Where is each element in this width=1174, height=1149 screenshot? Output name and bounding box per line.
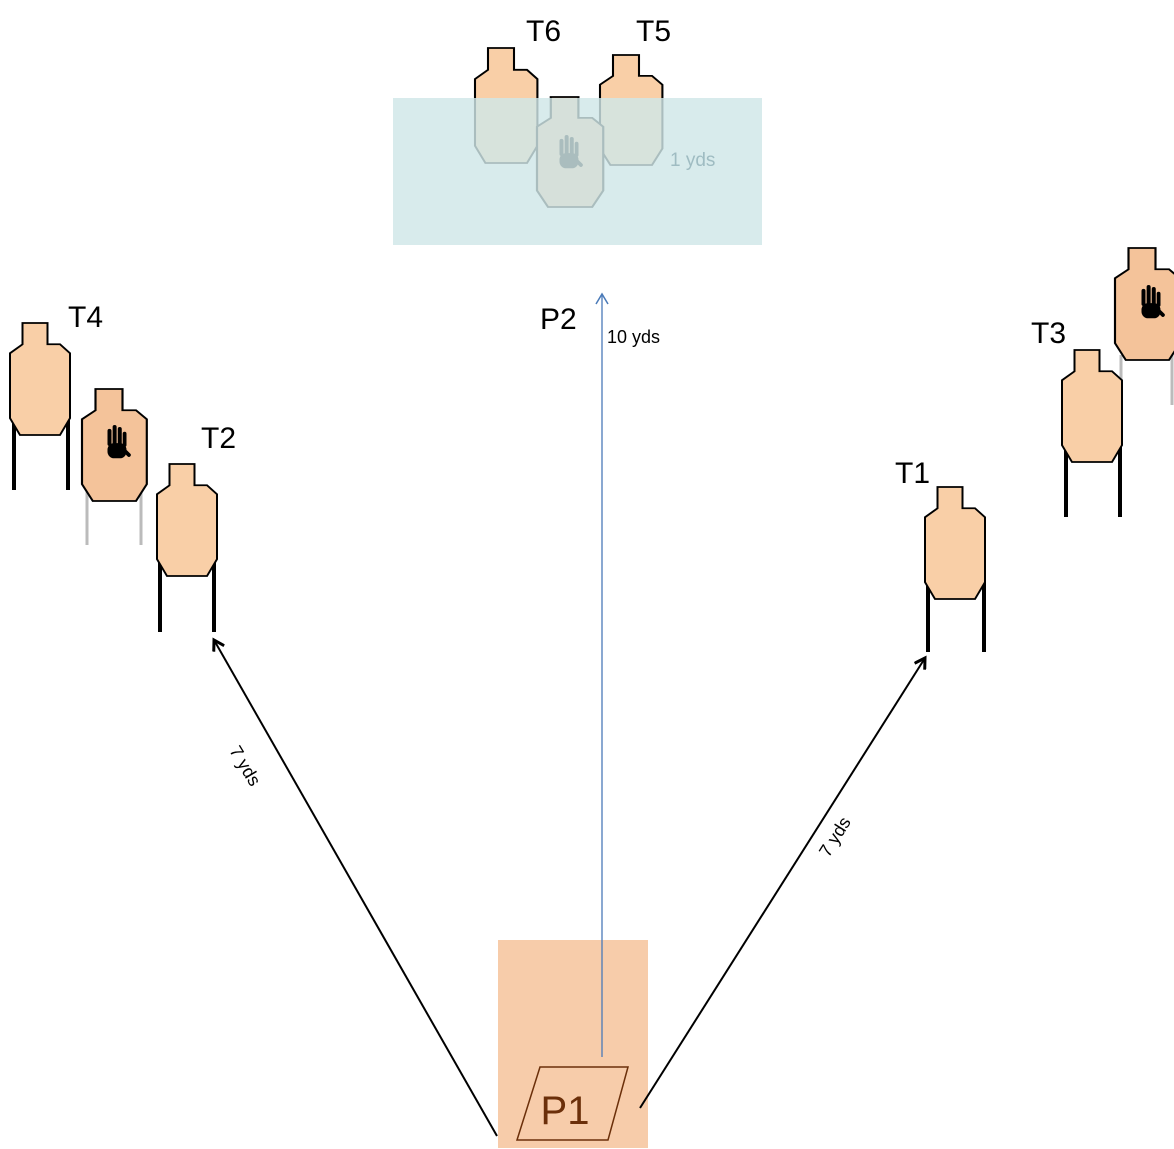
t3-label: T3 — [1031, 317, 1066, 350]
p1-label: P1 — [541, 1089, 590, 1133]
p1-position-marker — [515, 1066, 629, 1141]
distance-label-t2: 7 yds — [225, 742, 264, 789]
t4-label: T4 — [68, 301, 103, 334]
arrow-p1-to-t1 — [639, 658, 925, 1109]
t2-label: T2 — [201, 422, 236, 455]
window-distance-label: 1 yds — [670, 150, 715, 171]
noshoot-left — [80, 387, 148, 545]
t1-label: T1 — [895, 457, 930, 490]
p2-window-box — [393, 98, 762, 245]
target-t3 — [1061, 349, 1123, 517]
target-t4 — [9, 322, 71, 490]
target-t1 — [924, 486, 986, 652]
t6-label: T6 — [526, 15, 561, 48]
noshoot-right — [1113, 246, 1174, 405]
t5-label: T5 — [636, 15, 671, 48]
distance-label-p2: 10 yds — [607, 327, 660, 347]
distance-label-t1: 7 yds — [815, 813, 855, 860]
p1-start-box — [498, 940, 648, 1148]
p2-label: P2 — [540, 303, 577, 336]
target-t2 — [156, 463, 218, 632]
arrow-p1-to-t2 — [214, 640, 498, 1137]
